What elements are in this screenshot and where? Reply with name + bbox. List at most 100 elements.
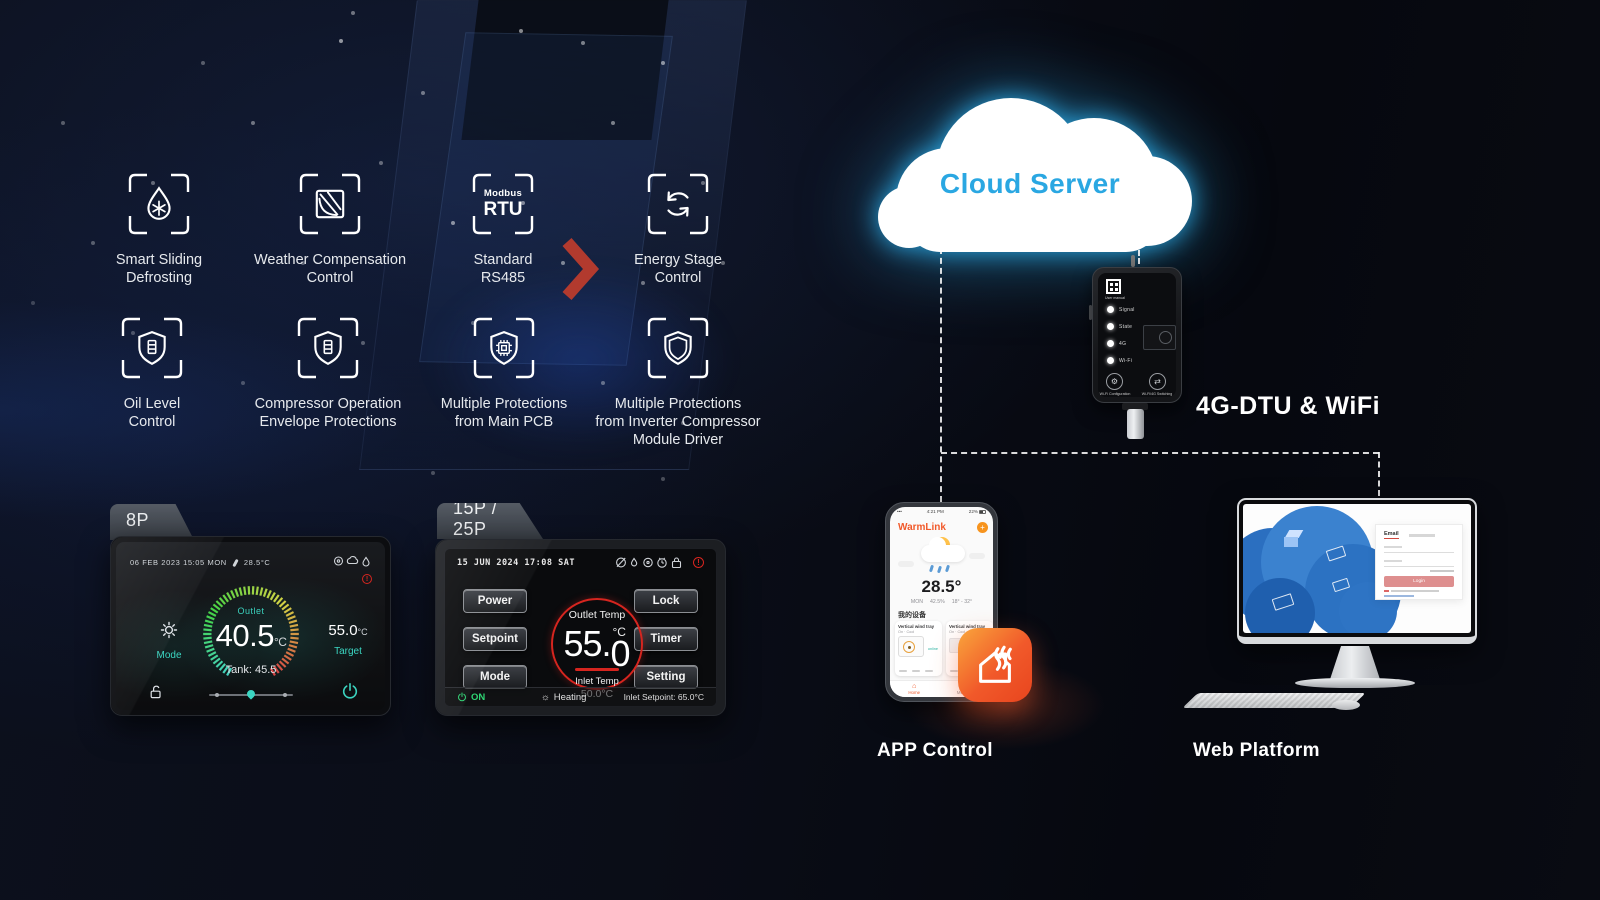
device-title: Vertical wind tray [898,624,935,629]
weather-temperature: 28.5° [921,577,962,596]
power-button[interactable] [341,682,359,705]
feature-oil-level-control: Oil Level Control [57,316,247,432]
login-button[interactable]: Login [1384,576,1454,588]
heating-state: ☼Heating [541,691,587,703]
wifi-4g-switch-button[interactable]: ⇄ [1149,373,1166,390]
setting-button[interactable]: Setting [634,665,698,689]
unlock-button[interactable] [148,684,164,705]
dtu-connector [1127,409,1144,439]
monitor-base [1295,678,1415,688]
username-field[interactable] [1384,546,1454,553]
outlet-temp-label: Outlet Temp [568,609,626,621]
dtu-antenna-stub [1131,255,1135,267]
panel-15p-tab: 15P / 25P [437,503,543,539]
device-status: On · Cool [898,630,915,634]
weather-illustration [890,535,993,579]
devices-header: 我的设备 [898,612,926,619]
panel-15p-status-icons: ! [615,556,704,569]
timer-button[interactable]: Timer [634,627,698,651]
panel-15p: 15 JUN 2024 17:08 SAT ! Power Setpoint M… [435,539,726,716]
secondary-tab[interactable] [1408,534,1435,537]
lock-button[interactable]: Lock [634,589,698,613]
device-status: On · Cool [949,630,966,634]
battery-icon [978,509,986,514]
feature-energy-stage-control: Energy Stage Control [583,172,773,288]
dtu-faceplate: User manual Signal State 4G Wi-Fi ⚙ Wi-F… [1098,273,1176,397]
bg-blue-glow [430,268,730,453]
defrost-droplet-icon [147,186,171,220]
target-label: Target [334,646,362,657]
alarm-icon[interactable]: ! [362,574,372,584]
web-platform-label: Web Platform [1193,740,1320,761]
cloud-server-graphic: Cloud Server [874,92,1192,254]
mouse [1332,700,1360,710]
feature-label: Standard RS485 [473,252,533,286]
led-wifi: Wi-Fi [1107,357,1132,364]
setpoint-button[interactable]: Setpoint [463,627,527,651]
qr-code [1106,279,1121,294]
device-card[interactable]: Vertical wind tray On · Cool online [895,621,942,676]
panel-15p-footer: ON ☼Heating Inlet Setpoint: 65.0°C [445,687,716,706]
slider-dot [215,693,219,697]
feature-label: Multiple Protections from Inverter Compr… [595,396,761,448]
panel-15p-screen: 15 JUN 2024 17:08 SAT ! Power Setpoint M… [444,548,717,707]
feature-protections-main-pcb: Multiple Protections from Main PCB [409,316,599,432]
modbus-rtu-icon: Modbus RTU [483,187,523,221]
dtu-device: User manual Signal State 4G Wi-Fi ⚙ Wi-F… [1092,267,1182,403]
forgot-password-link[interactable] [1430,570,1454,573]
red-underline [575,668,619,671]
red-chevron-accent [562,238,600,300]
cloud-base [904,180,1162,252]
page-slider[interactable] [209,688,293,700]
terms-line-2 [1384,595,1454,598]
refresh-arrows-icon [667,191,689,217]
app-title: WarmLink [898,522,946,533]
add-device-button[interactable]: + [977,522,988,533]
feature-label: Energy Stage Control [634,252,722,286]
login-tabs: Email [1384,531,1454,539]
bracket-frame [298,172,362,236]
raindrop-icon [928,564,935,573]
slider-knob[interactable] [245,688,257,700]
alarm-icon[interactable]: ! [693,557,704,568]
desktop-monitor: Email Login [1237,498,1477,644]
email-tab[interactable]: Email [1384,531,1399,539]
power-icon [342,682,358,699]
mode-button[interactable]: Mode [144,620,194,661]
connector-cloud-to-phone [940,248,942,502]
nav-home[interactable]: ⌂Home [908,682,921,695]
tank-temperature: Tank: 45.5 [225,664,277,676]
bg-streak [0,300,420,520]
bracket-frame: Modbus RTU [471,172,535,236]
led-dot [1107,306,1114,313]
temp-readouts [899,670,933,672]
online-badge: online [927,647,938,651]
led-signal: Signal [1107,306,1135,313]
power-button[interactable]: Power [463,589,527,613]
wifi-config-button[interactable]: ⚙ [1106,373,1123,390]
slider-dot [283,693,287,697]
mode-button[interactable]: Mode [463,665,527,689]
target-readout: 55.0°C Target [316,622,380,657]
password-field[interactable] [1384,560,1454,567]
sun-icon: ☼ [541,691,550,703]
bracket-frame [296,316,360,380]
panel-8p-tab-label: 8P [126,509,150,530]
small-cloud [969,553,985,559]
carrier-dots: ••• [897,509,902,514]
house-heat-icon [979,645,1012,683]
login-card: Email Login [1375,524,1463,600]
led-dot [1107,323,1114,330]
feature-protections-inverter: Multiple Protections from Inverter Compr… [583,316,773,450]
unlock-icon [150,685,161,699]
dtu-side-button [1089,305,1092,320]
app-header: WarmLink + [898,522,988,533]
led-4g: 4G [1107,340,1126,347]
connector-cloud-to-dtu [1138,242,1140,264]
qr-caption: User manual [1105,296,1125,300]
feature-smart-sliding-defrosting: Smart Sliding Defrosting [64,172,254,288]
